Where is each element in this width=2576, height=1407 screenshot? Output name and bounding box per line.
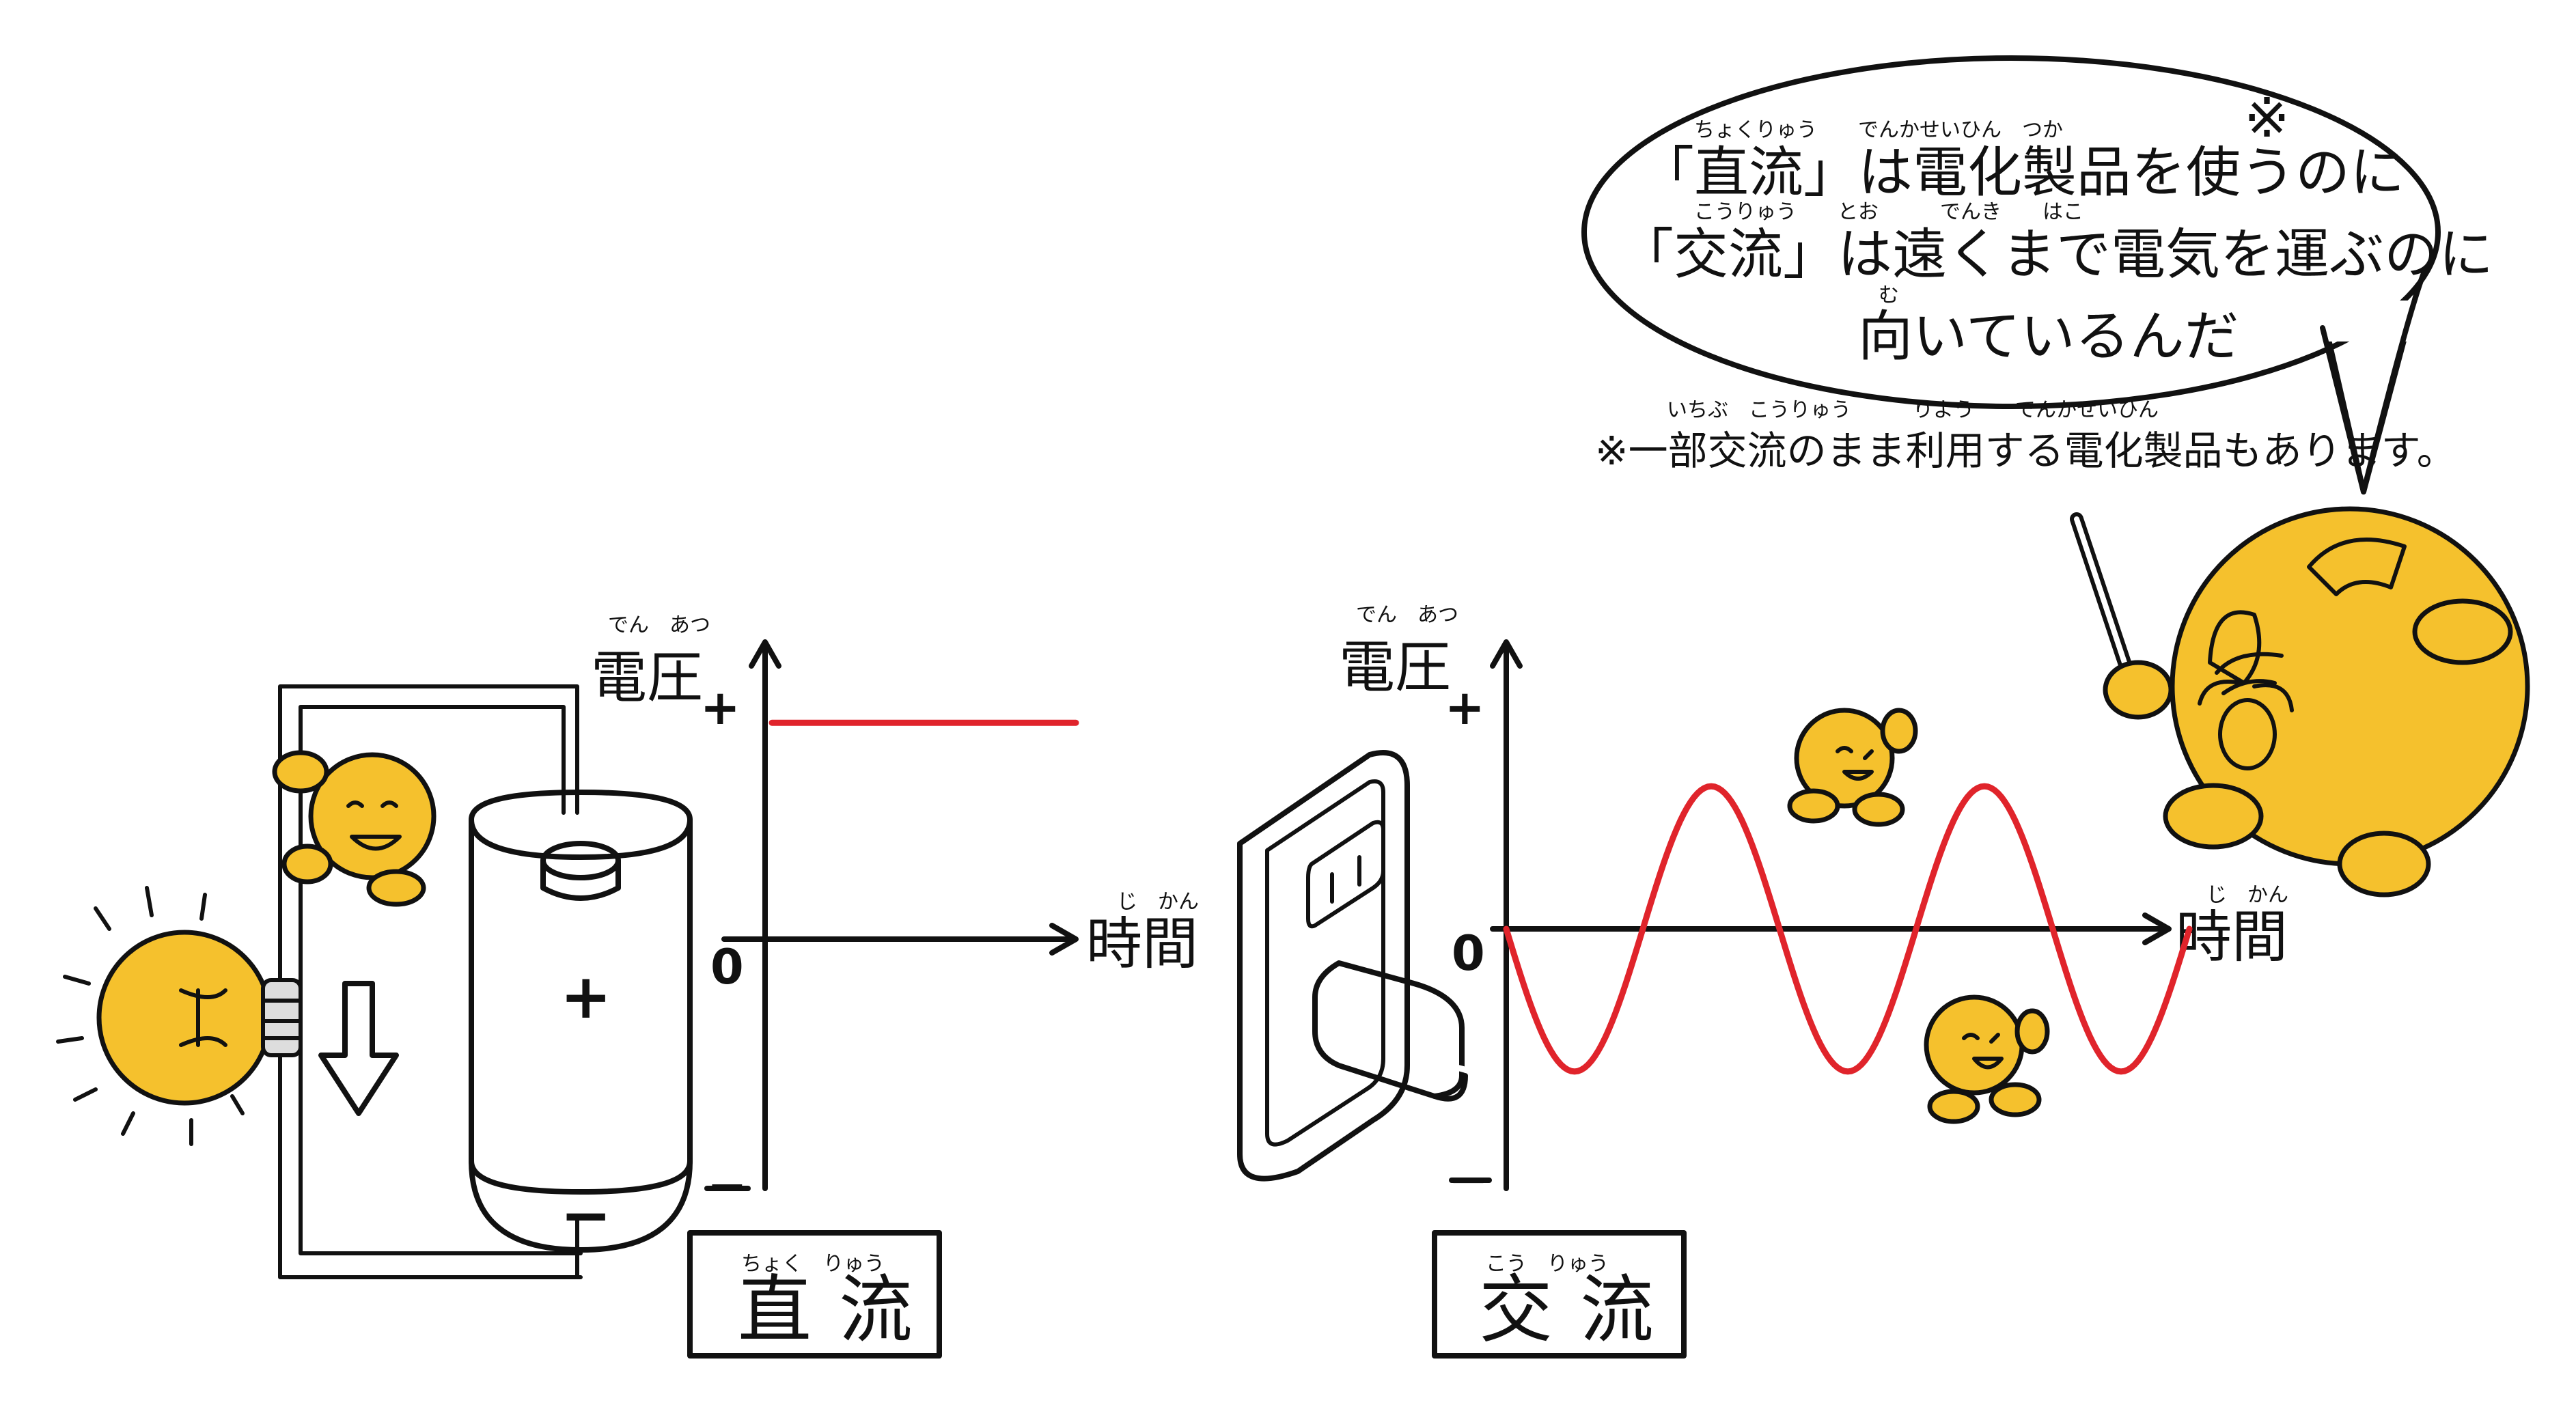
- footnote-text: ※一部交流のまま利用する電化製品もあります。: [1595, 428, 2456, 474]
- ac-label-box: こう りゅう 交流: [1432, 1230, 1687, 1359]
- ac-x-axis: [1490, 913, 2172, 945]
- ac-plus-label: +: [1445, 680, 1485, 736]
- ac-voltage-wave: [1503, 783, 2193, 1075]
- dc-x-axis: [721, 923, 1079, 956]
- footnote-ruby: いちぶ こうりゅう りよう でんかせいひん: [1667, 398, 2159, 422]
- bubble-line-3: 向いているんだ: [1858, 305, 2239, 368]
- professor-character: [2070, 506, 2530, 897]
- battery: + −: [469, 790, 693, 1253]
- dc-zero-label: 0: [710, 939, 744, 995]
- current-direction-arrow: [318, 981, 399, 1116]
- plug: [1312, 960, 1465, 1099]
- character-running-bottom: [1924, 994, 2050, 1124]
- dc-minus-label: −: [707, 1158, 747, 1214]
- speech-bubble: ちょくりゅう でんかせいひん つか 「直流」は電化製品を使うのに ※ こうりゅう…: [1581, 55, 2493, 494]
- ac-xlabel: 時間: [2176, 905, 2288, 970]
- ac-y-axis: [1490, 639, 1523, 1191]
- ac-label: 交流: [1479, 1268, 1681, 1353]
- light-bulb-icon: [56, 886, 303, 1146]
- dc-plus-label: +: [700, 680, 740, 736]
- ac-zero-label: 0: [1452, 925, 1485, 981]
- bubble-ruby-1: ちょくりゅう でんかせいひん つか: [1694, 118, 2063, 142]
- character-running-top: [1787, 708, 1918, 827]
- dc-label: 直流: [738, 1268, 940, 1353]
- dc-ylabel: 電圧: [591, 645, 703, 710]
- bubble-line-1: 「直流」は電化製品を使うのに: [1639, 141, 2405, 204]
- bubble-note-mark: ※: [2244, 86, 2290, 150]
- ac-ylabel-ruby: でん あつ: [1356, 603, 1458, 627]
- dc-label-box: ちょく りゅう 直流: [687, 1230, 942, 1359]
- dc-xlabel-ruby: じ かん: [1117, 890, 1199, 914]
- bubble-ruby-2: こうりゅう とお でんき はこ: [1694, 200, 2083, 224]
- dc-graph: でん あつ 電圧 + 0 − じ かん 時間: [591, 613, 1199, 1214]
- ac-graph: でん あつ 電圧 + 0 − じ かん 時間: [1339, 603, 2288, 1207]
- ac-xlabel-ruby: じ かん: [2206, 883, 2288, 907]
- ac-minus-label: −: [1448, 1151, 1488, 1207]
- ac-label-ruby: こう りゅう: [1486, 1252, 1609, 1276]
- dc-xlabel: 時間: [1086, 912, 1198, 977]
- wall-outlet: [1237, 750, 1636, 1206]
- dc-label-ruby: ちょく りゅう: [741, 1252, 885, 1276]
- battery-minus-label: −: [560, 1180, 611, 1251]
- character-climbing: [272, 750, 437, 907]
- dc-circuit: + −: [56, 684, 693, 1279]
- dc-ylabel-ruby: でん あつ: [608, 613, 710, 637]
- bubble-ruby-3: む: [1879, 283, 1899, 307]
- dc-y-axis: [749, 639, 781, 1191]
- ac-ylabel: 電圧: [1339, 635, 1451, 700]
- battery-plus-label: +: [560, 961, 611, 1033]
- bubble-line-2: 「交流」は遠くまで電気を運ぶのに: [1619, 223, 2493, 286]
